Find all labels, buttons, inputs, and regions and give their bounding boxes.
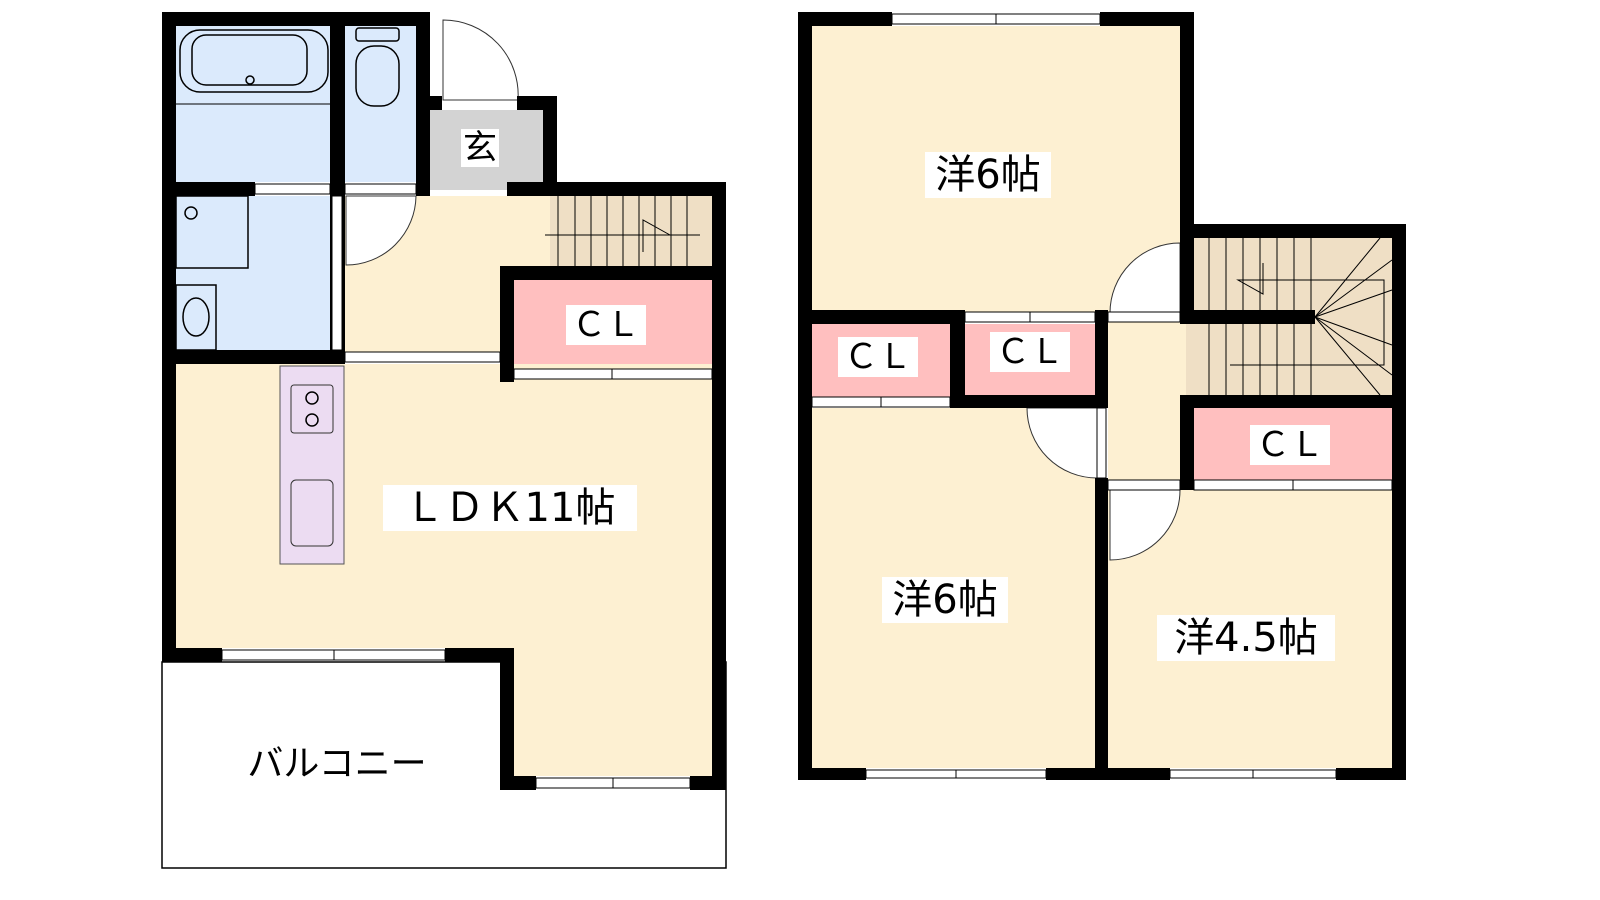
floor-2: 洋6帖 ＣＬ ＣＬ ＣＬ 洋6帖 洋4.5帖 [798,12,1406,780]
room-south-east-label-bg [1157,615,1335,661]
room-north-label-bg [925,152,1051,198]
closet-right-label: ＣＬ [1256,425,1324,465]
toilet-tank-icon [355,27,400,42]
balcony-label: バルコニー [247,744,426,785]
ldk-room-south [514,648,712,776]
room-south-west-label-bg [882,577,1008,623]
stair-treads-2f [1208,237,1393,396]
closet-label: ＣＬ [572,305,640,345]
ldk-label: ＬＤＫ11帖 [405,485,616,531]
stair-treads [545,196,700,266]
toilet-room [345,26,416,182]
washroom [176,196,330,350]
door-swing-southwest [1026,407,1098,479]
stairs-1f [550,196,712,266]
bathtub-inner-icon [191,34,308,86]
toilet-bowl-icon [355,45,400,107]
door-swing-southeast [1109,489,1181,561]
entrance-label: 玄 [463,128,497,168]
basin-icon [182,297,210,337]
stove-icon [290,384,334,434]
door-swing-north [1109,242,1181,314]
closet-mid-label-bg [990,332,1070,372]
closet-left-label-bg [838,337,918,377]
door-swing-toilet [345,195,417,266]
walls-2f [798,12,1406,780]
closet-right-label-bg [1250,425,1330,465]
room-south-east-label: 洋4.5帖 [1174,615,1318,661]
windows-1f [221,183,713,789]
closet-left-label: ＣＬ [844,337,912,377]
ldk-label-bg [383,485,637,531]
burner-icon [305,413,319,427]
door-swing-entrance [442,19,519,101]
washer-circle-icon [184,206,198,220]
hallway-2f [1108,310,1188,490]
windows-2f [811,13,1393,779]
entrance-label-bg [461,129,499,167]
floor-1: 玄 ＣＬ ＬＤＫ11帖 バルコニー [161,12,727,869]
burner-icon [305,391,319,405]
drain-icon [245,75,255,85]
closet-label-bg [566,305,646,345]
room-north-label: 洋6帖 [935,152,1040,198]
closet-mid-label: ＣＬ [996,332,1064,372]
bathtub-icon [179,29,329,93]
sink-icon [290,479,334,547]
room-south-west-label: 洋6帖 [892,577,997,623]
